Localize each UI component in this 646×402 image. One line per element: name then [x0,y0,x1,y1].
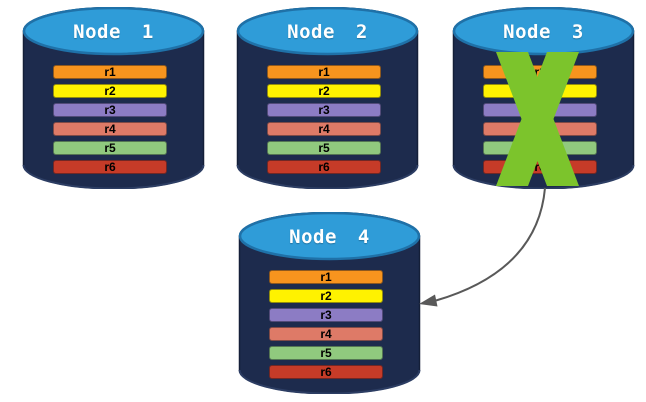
record-r3: r3 [267,103,381,117]
record-r6: r6 [267,160,381,174]
record-r5: r5 [53,141,167,155]
record-stack: r1 r2 r3 r4 r5 r6 [267,65,381,179]
record-r3: r3 [53,103,167,117]
record-r5: r5 [267,141,381,155]
record-r6: r6 [269,365,383,379]
record-r1: r1 [267,65,381,79]
node-title: Node 1 [73,21,154,43]
node-4: Node 4 r1 r2 r3 r4 r5 r6 [238,212,421,394]
node-title: Node 2 [287,21,368,43]
record-r4: r4 [267,122,381,136]
record-r4: r4 [269,327,383,341]
failure-x-icon [496,52,579,186]
record-r2: r2 [267,84,381,98]
record-r2: r2 [269,289,383,303]
record-stack: r1 r2 r3 r4 r5 r6 [269,270,383,384]
replication-arrow [419,187,546,307]
node-3: Node 3 r1 r2 r3 r4 r5 r6 [452,7,635,189]
node-2: Node 2 r1 r2 r3 r4 r5 r6 [236,7,419,189]
record-r3: r3 [269,308,383,322]
record-r5: r5 [269,346,383,360]
node-1: Node 1 r1 r2 r3 r4 r5 r6 [22,7,205,189]
record-r2: r2 [53,84,167,98]
node-title: Node 3 [503,21,584,43]
node-title: Node 4 [289,226,370,248]
record-r6: r6 [53,160,167,174]
record-r4: r4 [53,122,167,136]
record-stack: r1 r2 r3 r4 r5 r6 [53,65,167,179]
record-r1: r1 [53,65,167,79]
record-r1: r1 [269,270,383,284]
